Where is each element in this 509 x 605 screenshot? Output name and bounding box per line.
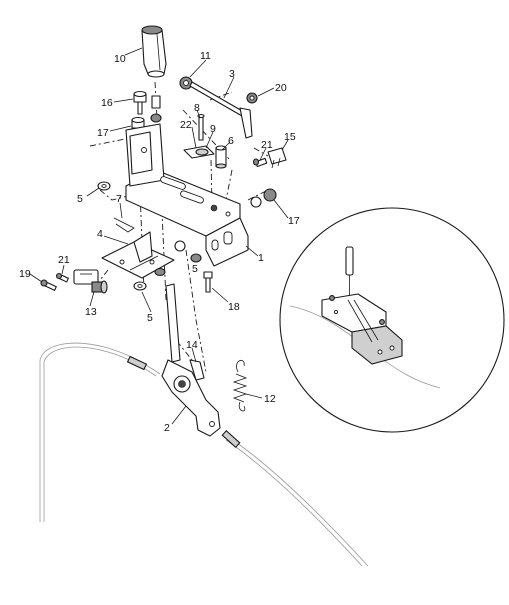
part-spacer xyxy=(151,95,161,109)
cables xyxy=(39,342,369,567)
callout-21-lower: 21 xyxy=(58,254,70,266)
part-12-spring xyxy=(232,359,248,412)
callout-5-lower: 5 xyxy=(147,312,153,324)
callout-20: 20 xyxy=(275,82,287,94)
part-21-screw-upper xyxy=(252,157,268,168)
callout-18: 18 xyxy=(228,301,240,313)
part-7-pin xyxy=(113,217,135,233)
callout-8: 8 xyxy=(194,102,200,114)
inset-detail-view xyxy=(279,207,505,433)
part-16-bolt xyxy=(133,90,147,115)
part-20-nut xyxy=(246,92,258,104)
part-15-switch xyxy=(267,147,287,169)
part-10-shift-knob xyxy=(141,25,167,78)
part-18-bolt xyxy=(203,271,213,293)
part-8-pin xyxy=(197,113,205,141)
callout-16: 16 xyxy=(101,97,113,109)
callout-21-upper: 21 xyxy=(261,139,273,151)
part-21-screw-lower xyxy=(55,272,69,283)
part-nut xyxy=(150,113,162,123)
part-11-nut xyxy=(179,76,193,90)
callout-5-middle: 5 xyxy=(192,263,198,275)
part-4-plate xyxy=(101,231,175,279)
part-13-connector xyxy=(73,269,108,294)
callout-17-upper: 17 xyxy=(97,127,109,139)
callout-labels: 10 11 3 20 16 8 22 9 6 15 21 17 5 7 17 4… xyxy=(19,50,300,434)
part-6-bushing xyxy=(215,145,227,169)
callout-4: 4 xyxy=(97,228,103,240)
part-nut-lower xyxy=(154,267,166,277)
part-17-nut-right xyxy=(250,188,277,208)
callout-19: 19 xyxy=(19,268,31,280)
callout-3: 3 xyxy=(229,68,235,80)
callout-2: 2 xyxy=(164,422,170,434)
part-2-shift-lever xyxy=(161,283,221,437)
callout-14: 14 xyxy=(186,339,198,351)
leader-lines xyxy=(29,47,289,425)
callout-10: 10 xyxy=(114,53,126,65)
part-19-screw xyxy=(40,279,57,291)
callout-15: 15 xyxy=(284,131,296,143)
part-14-link xyxy=(189,359,205,381)
part-9-washer xyxy=(195,148,209,156)
callout-7: 7 xyxy=(116,193,122,205)
callout-9: 9 xyxy=(210,123,216,135)
callout-17-right: 17 xyxy=(288,215,300,227)
callout-12: 12 xyxy=(264,393,276,405)
callout-11: 11 xyxy=(200,50,211,62)
callout-5-upper: 5 xyxy=(77,193,83,205)
part-5-washer-a-hole xyxy=(101,184,107,188)
part-5-nut-b xyxy=(190,253,202,263)
callout-6: 6 xyxy=(228,135,234,147)
callout-22: 22 xyxy=(180,119,192,131)
callout-13: 13 xyxy=(85,306,97,318)
part-3-rod xyxy=(189,81,253,139)
part-1-main-bracket xyxy=(125,123,249,267)
part-5-washer-c-hole xyxy=(137,284,143,288)
callout-1: 1 xyxy=(258,252,264,264)
part-5-washer-b xyxy=(174,240,186,252)
